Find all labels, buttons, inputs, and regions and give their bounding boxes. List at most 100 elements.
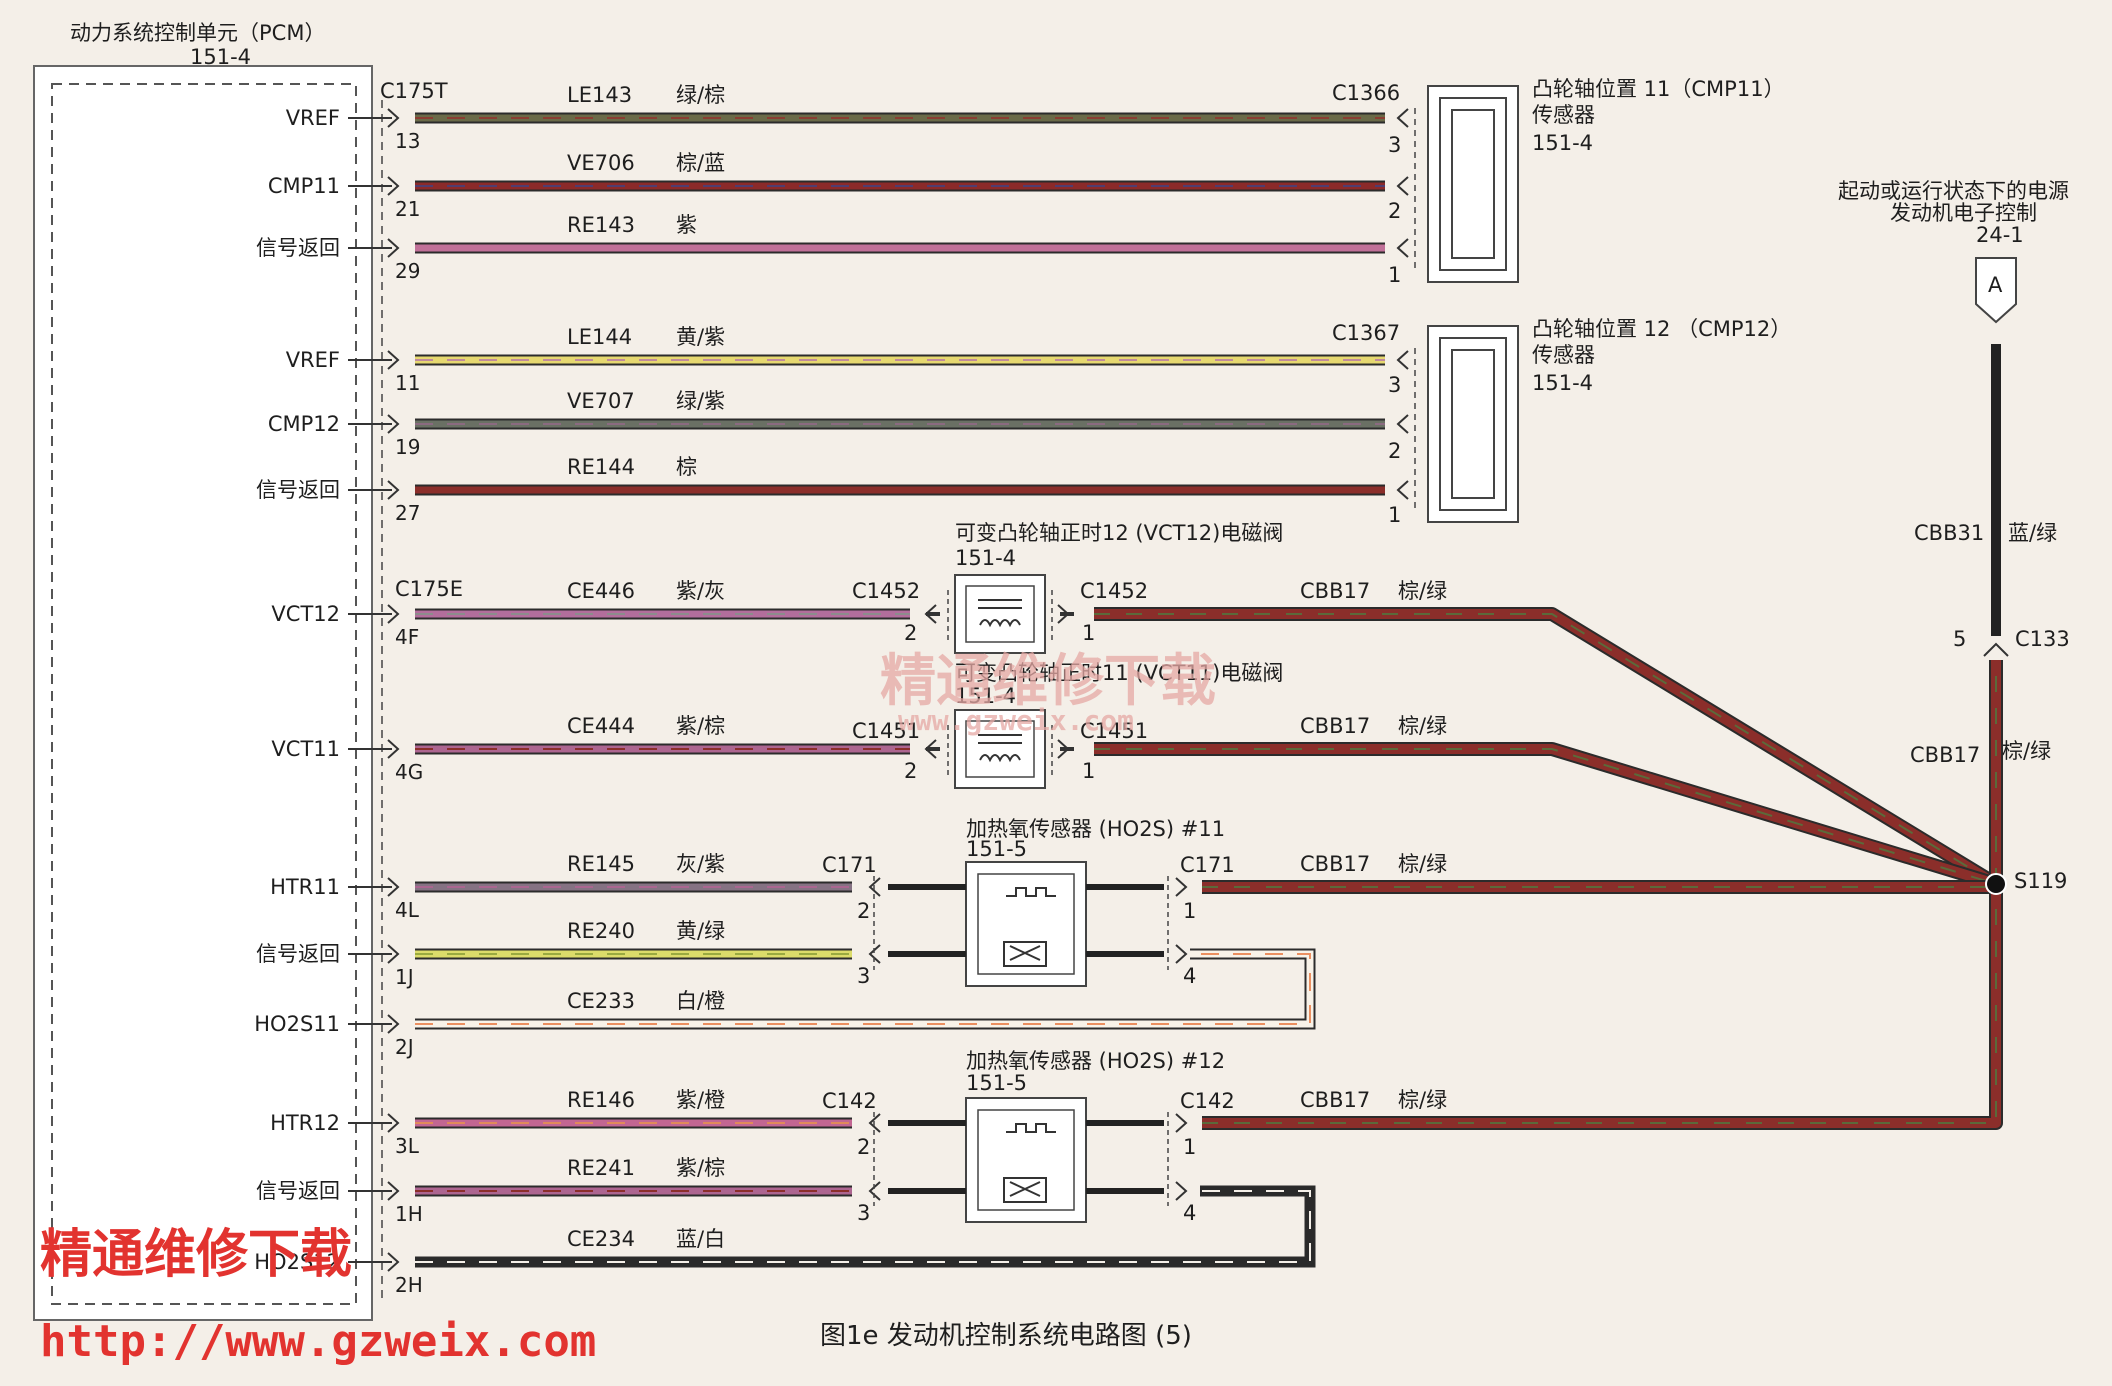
wire-circuit: LE143 — [567, 83, 632, 107]
ho2s12-connector-right: C142 — [1180, 1089, 1235, 1113]
pcm-pin-label: CMP12 — [268, 412, 340, 436]
cmp12-code: 151-4 — [1532, 371, 1593, 395]
cmp11-pin: 1 — [1388, 263, 1401, 287]
cmp11-connector: C1366 — [1332, 81, 1400, 105]
c133-connector: C133 — [2015, 627, 2070, 651]
pin-arrow-icon — [387, 944, 400, 964]
ho2s11-pin-left: 3 — [857, 964, 870, 988]
sensor-pin-arrow-icon — [1396, 108, 1409, 128]
wire-circuit: VE707 — [567, 389, 635, 413]
component-pin-arrow-icon — [868, 1181, 881, 1201]
pcm-pin-number: 11 — [395, 371, 420, 395]
pcm-pin-label: VREF — [286, 348, 340, 372]
pin-arrow-icon — [387, 1252, 400, 1272]
cmp11-pin: 3 — [1388, 133, 1401, 157]
splice-node-icon — [1985, 873, 2007, 895]
vct12-pin-left: 2 — [904, 621, 917, 645]
ho2s12-sensor: 加热氧传感器 (HO2S) #12 151-5 C142 C142 2 3 1 … — [822, 1049, 1235, 1225]
ho2s12-pin-right: 1 — [1183, 1135, 1196, 1159]
wire-color-name: 紫/棕 — [676, 714, 725, 738]
pcm-pin-number: 4F — [395, 625, 419, 649]
watermark-name: 精通维修下载 — [40, 1225, 352, 1285]
pin-arrow-icon — [387, 1113, 400, 1133]
feed-circuit: CBB17 — [1300, 714, 1370, 738]
pcm-pin-label: HTR12 — [270, 1111, 340, 1135]
pcm-pin-number: 29 — [395, 259, 420, 283]
figure-caption: 图1e 发动机控制系统电路图 (5) — [820, 1321, 1192, 1351]
feed-circuit: CBB17 — [1300, 579, 1370, 603]
ho2s12-connector-left: C142 — [822, 1089, 877, 1113]
pin-arrow-icon — [387, 238, 400, 258]
cmp12-connector: C1367 — [1332, 321, 1400, 345]
pcm-pin-number: 13 — [395, 129, 420, 153]
pcm-pin-label: 信号返回 — [256, 1179, 340, 1203]
ho2s12-pin-right: 4 — [1183, 1201, 1196, 1225]
pcm-module: 动力系统控制单元（PCM） 151-4 — [33, 21, 373, 1321]
pcm-connector-lower: C175E — [395, 577, 463, 601]
power-source-code: 24-1 — [1976, 223, 2024, 247]
pcm-pin-label: VREF — [286, 106, 340, 130]
wire-circuit: RE240 — [567, 919, 635, 943]
wire-color-name: 棕 — [676, 455, 697, 479]
ho2s11-sensor: 加热氧传感器 (HO2S) #11 151-5 C171 C171 2 3 1 … — [822, 817, 1235, 988]
vct11-title: 可变凸轮轴正时11 (VCT11)电磁阀 — [955, 661, 1283, 685]
vct12-code: 151-4 — [955, 546, 1016, 570]
watermark-name-top: 精通维修下载 — [880, 648, 1216, 714]
wire-stripe — [415, 953, 1311, 1025]
sensor-pin-arrow-icon — [1396, 414, 1409, 434]
ho2s11-connector-right: C171 — [1180, 853, 1235, 877]
vct11-solenoid: 可变凸轮轴正时11 (VCT11)电磁阀 151-4 C1451 C1451 2… — [852, 661, 1283, 789]
vct11-connector-right: C1451 — [1080, 719, 1148, 743]
cmp12-pin: 1 — [1388, 503, 1401, 527]
wire-circuit: RE144 — [567, 455, 635, 479]
ho2s12-code: 151-5 — [966, 1071, 1027, 1095]
cmp11-title: 凸轮轴位置 11（CMP11） — [1532, 77, 1785, 101]
c133-connector-icon — [1983, 642, 2009, 657]
wire-circuit: RE143 — [567, 213, 635, 237]
wire-color-name: 紫/棕 — [676, 1156, 725, 1180]
cbb31-color-name: 蓝/绿 — [2008, 521, 2057, 545]
pin-arrow-icon — [387, 176, 400, 196]
cmp12-pin: 3 — [1388, 373, 1401, 397]
wire-color-name: 绿/紫 — [676, 389, 725, 413]
pcm-pin-number: 2J — [395, 1035, 414, 1059]
pcm-pin-number: 19 — [395, 435, 420, 459]
cmp12-subtitle: 传感器 — [1532, 343, 1595, 367]
pcm-pin-label: CMP11 — [268, 174, 340, 198]
sensor-pin-arrow-icon — [1396, 480, 1409, 500]
pcm-pin-number: 3L — [395, 1134, 420, 1158]
wire-circuit: VE706 — [567, 151, 635, 175]
pin-arrow-icon — [387, 1014, 400, 1034]
power-source: 起动或运行状态下的电源 发动机电子控制 24-1 A CBB31 蓝/绿 5 C… — [1838, 179, 2070, 893]
pcm-pin-number: 1H — [395, 1202, 423, 1226]
vct11-pin-left: 2 — [904, 759, 917, 783]
component-pin-arrow-icon — [868, 1113, 881, 1133]
pcm-pin-number: 4L — [395, 898, 420, 922]
watermark-url: http://www.gzweix.com — [40, 1316, 596, 1367]
pin-arrow-icon — [387, 108, 400, 128]
wire-color-name: 黄/绿 — [676, 919, 725, 943]
wire-color-name: 蓝/白 — [676, 1227, 725, 1251]
wire-stripe — [415, 1190, 1311, 1263]
pin-arrow-icon — [387, 739, 400, 759]
feed-wire-stripe — [1094, 613, 1997, 885]
wire-circuit: RE241 — [567, 1156, 635, 1180]
wire-circuit: RE145 — [567, 852, 635, 876]
power-source-line2: 发动机电子控制 — [1890, 201, 2037, 225]
ho2s11-connector-left: C171 — [822, 853, 877, 877]
sensor-pin-arrow-icon — [1396, 238, 1409, 258]
component-pin-arrow-icon — [1175, 877, 1188, 897]
ho2s12-pin-left: 3 — [857, 1201, 870, 1225]
c133-pin: 5 — [1953, 627, 1966, 651]
feed-color-name: 棕/绿 — [1398, 852, 1447, 876]
wire-circuit: LE144 — [567, 325, 632, 349]
pin-arrow-icon — [387, 877, 400, 897]
vct11-connector-left: C1451 — [852, 719, 920, 743]
wire-color-name: 绿/棕 — [676, 83, 725, 107]
cmp12-pin: 2 — [1388, 439, 1401, 463]
